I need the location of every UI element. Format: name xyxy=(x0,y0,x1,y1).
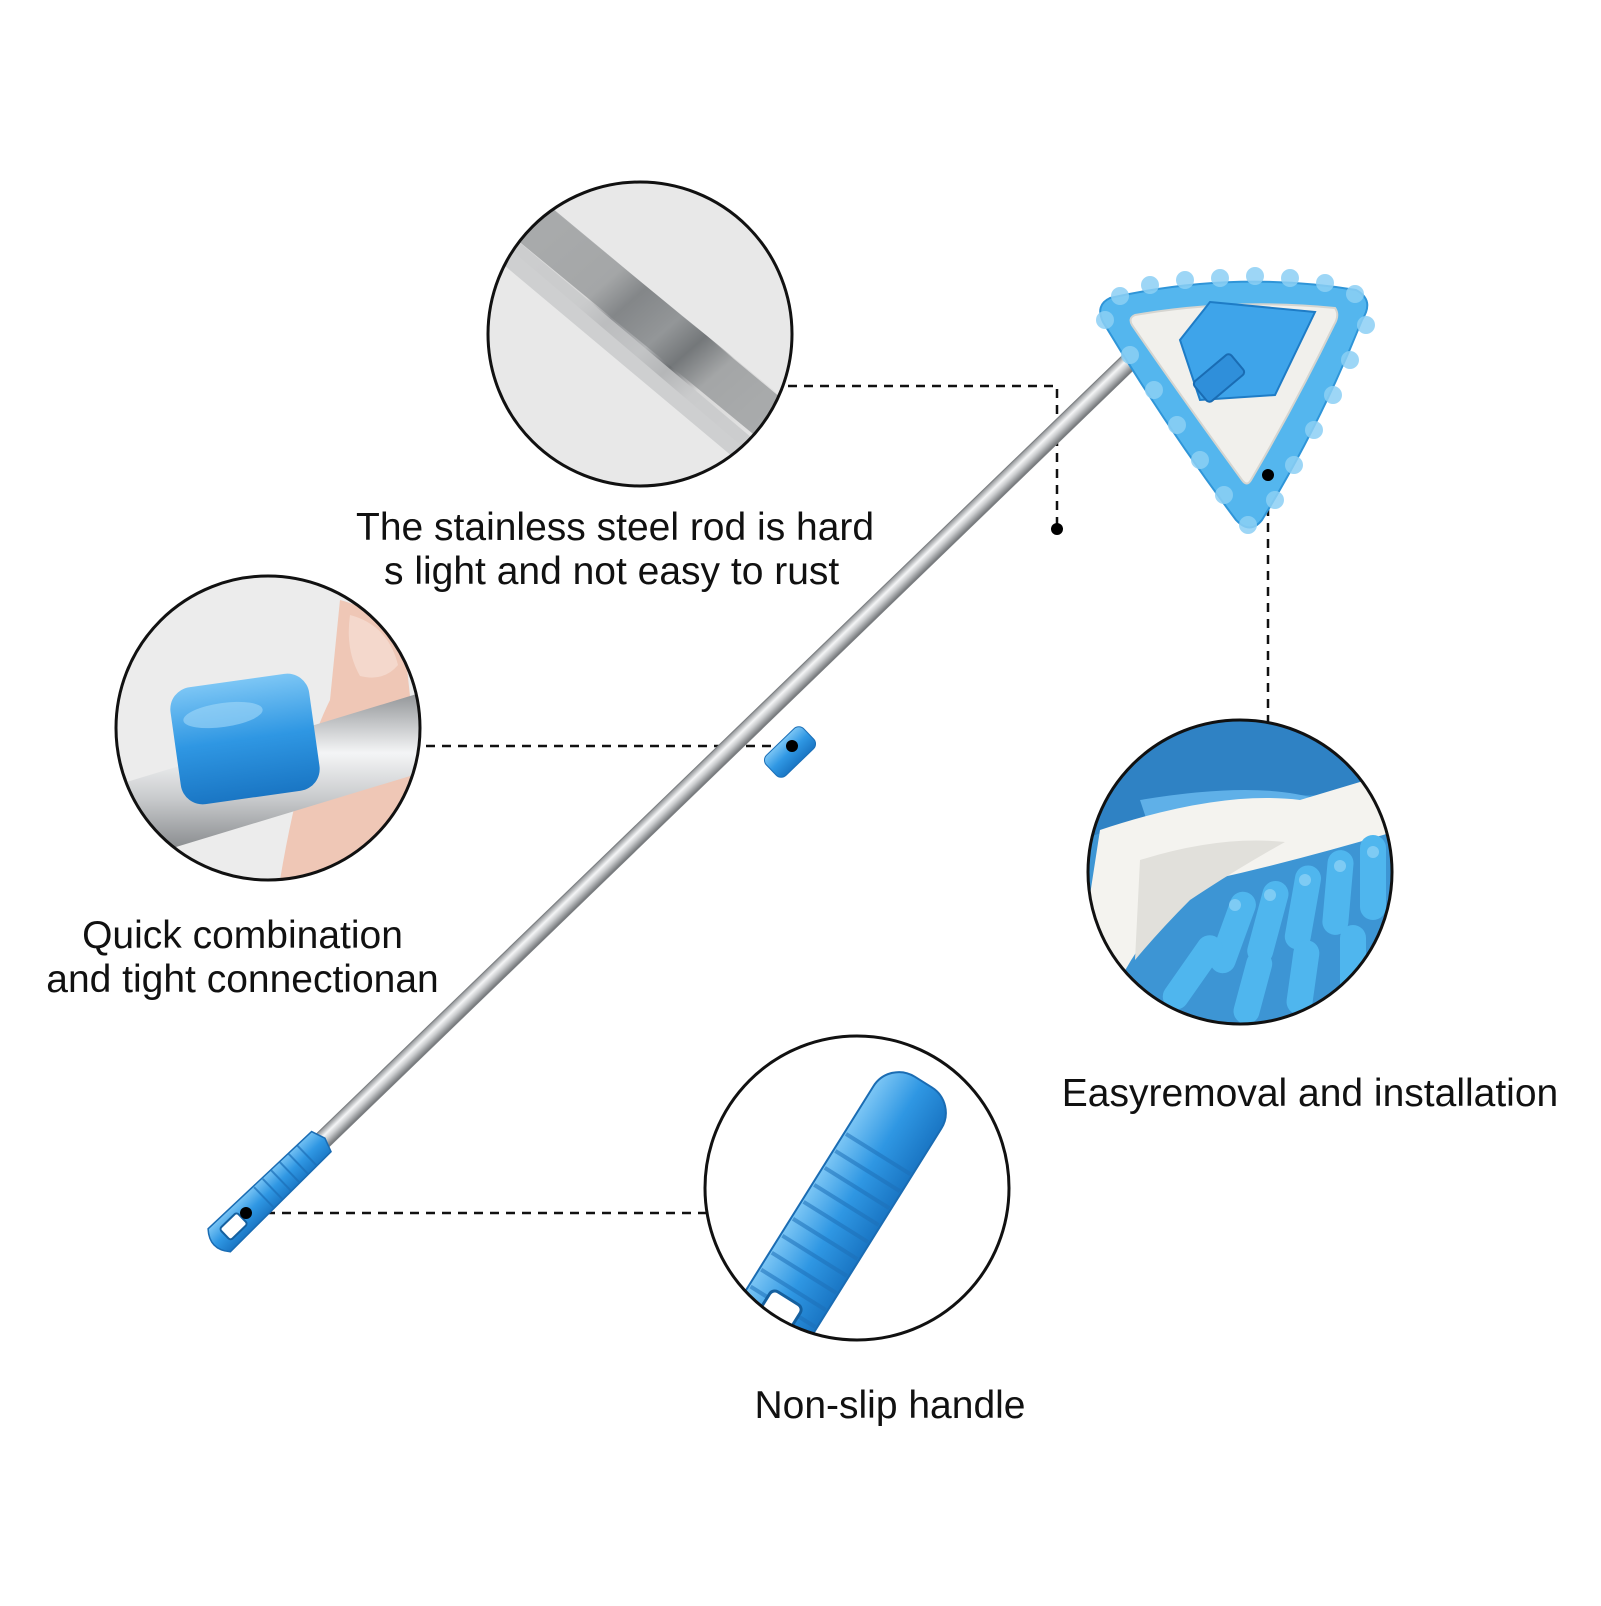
caption-steel-rod-line2: s light and not easy to rust xyxy=(384,550,840,593)
leader-rod xyxy=(788,384,1059,526)
steel-rod-closeup xyxy=(486,180,794,488)
hang-hole xyxy=(219,1212,248,1241)
connector-closeup xyxy=(114,574,422,882)
caption-removal: Easyremoval and installation xyxy=(1030,1072,1590,1116)
dot-rod xyxy=(1051,523,1063,535)
caption-connector-line2: and tight connectionan xyxy=(46,958,439,1001)
handle-closeup xyxy=(703,1034,1011,1342)
caption-handle-line1: Non-slip handle xyxy=(754,1384,1026,1427)
caption-steel-rod: The stainless steel rod is hard s light … xyxy=(356,506,956,594)
handle-grip xyxy=(207,1130,332,1253)
mop-product xyxy=(207,267,1375,1253)
connector-sleeve xyxy=(763,726,817,778)
dot-handle xyxy=(240,1207,252,1219)
caption-connector: Quick combination and tight connectionan xyxy=(20,914,465,1002)
mop-head-closeup xyxy=(1086,718,1394,1026)
dot-connector xyxy=(786,740,798,752)
dot-removal xyxy=(1262,469,1274,481)
mop-head xyxy=(1096,267,1375,534)
caption-handle: Non-slip handle xyxy=(740,1384,1040,1428)
caption-steel-rod-line1: The stainless steel rod is hard xyxy=(356,506,875,549)
caption-removal-line1: Easyremoval and installation xyxy=(1061,1072,1559,1115)
caption-connector-line1: Quick combination xyxy=(82,914,403,957)
callout-dots xyxy=(240,469,1274,1219)
